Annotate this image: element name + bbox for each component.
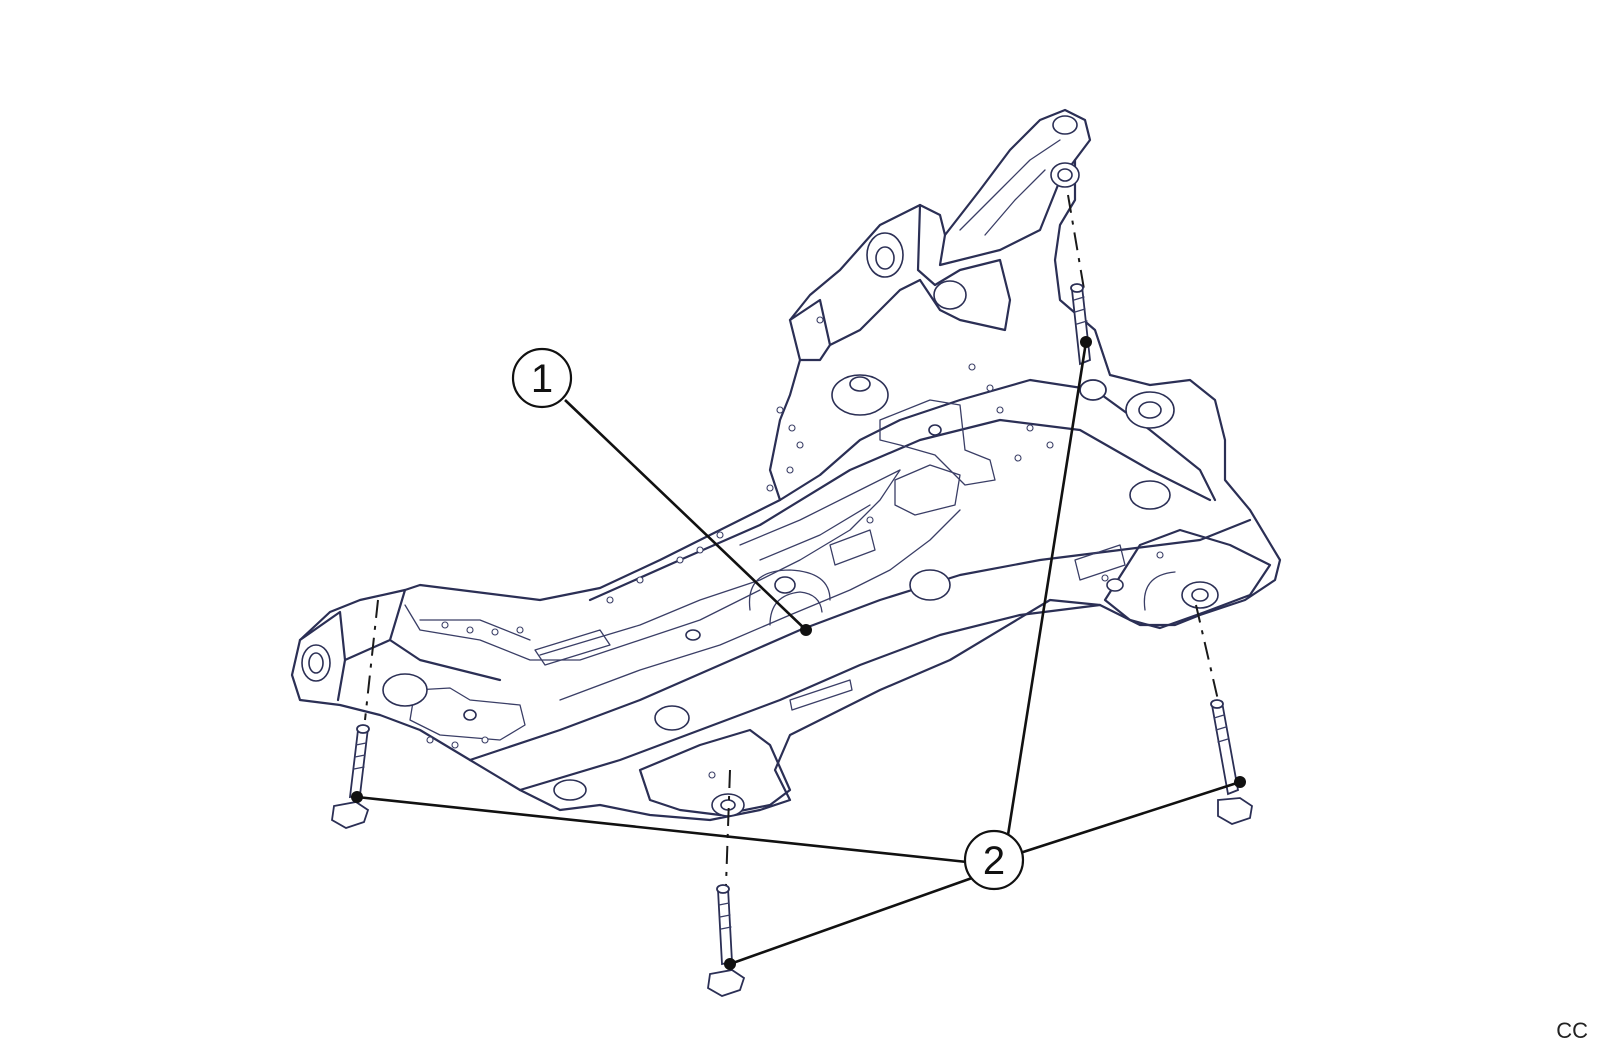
arc-cutout-1 [748, 569, 831, 611]
leader-lines-item-2 [351, 336, 1246, 970]
upper-tab [879, 399, 996, 486]
bushing-top-lug [1052, 115, 1078, 135]
lower-front-plate [638, 728, 792, 817]
front-subframe [290, 108, 1282, 822]
slot-lower [789, 679, 853, 711]
callout-1-label: 1 [531, 357, 553, 401]
arc-cutout-3 [1143, 571, 1176, 611]
centerline-right-rear [1067, 194, 1086, 296]
arc-cutout-2 [769, 591, 823, 626]
upper-window [894, 464, 961, 516]
hole-right-large [1129, 480, 1171, 510]
subframe-outline [290, 108, 1282, 822]
rib-3 [739, 469, 901, 561]
slot-long [534, 629, 611, 666]
bolt-left-front [331, 724, 370, 829]
center-tower [788, 278, 922, 362]
callout-2-label: 2 [983, 839, 1005, 883]
hole-tab [928, 424, 942, 436]
callout-2: 2 [963, 829, 1025, 891]
front-lower-edge-2 [518, 603, 1102, 792]
bushing-upper-inner [875, 246, 895, 270]
bolt-lower-front [707, 884, 746, 997]
leader-lines-item-1 [564, 399, 812, 636]
corner-code: CC [1556, 1018, 1588, 1043]
hole-right-small [1106, 578, 1124, 592]
left-bracket-plate [409, 687, 526, 741]
bushing-left-front-inner [308, 652, 324, 674]
hole-bracket-lower [463, 709, 477, 721]
hole-lower-left [553, 779, 587, 801]
bushing-right-front-inner [1191, 588, 1209, 602]
hole-left-small [685, 629, 701, 641]
bushing-center [831, 374, 889, 416]
rib-2 [559, 509, 961, 701]
hole-center-small [774, 576, 796, 594]
left-rail-box [298, 588, 502, 702]
bolt-right-rear [1070, 283, 1107, 401]
hole-center-large [909, 569, 951, 601]
bushing-top-right-inner [1057, 168, 1073, 182]
locator-dots [426, 316, 1164, 779]
bolt-right-front [1210, 699, 1253, 825]
right-front-plate [1103, 528, 1272, 630]
centerline-right-front [1195, 604, 1219, 701]
left-rail-detail [404, 589, 761, 661]
bushing-right-rear-inner [1138, 401, 1162, 419]
hole-left-large [654, 705, 690, 731]
bushing-center-inner [849, 376, 871, 392]
bushing-bracket [933, 280, 967, 310]
front-lower-edge [468, 518, 1252, 762]
top-plate-edge [778, 378, 1217, 502]
slot-center [829, 529, 876, 566]
bushing-left-rear [382, 673, 428, 707]
top-plate-inner-edge [588, 418, 1212, 602]
bracket-inner-lines [959, 139, 1061, 236]
callout-1: 1 [511, 347, 573, 409]
slot-right [1074, 544, 1126, 581]
